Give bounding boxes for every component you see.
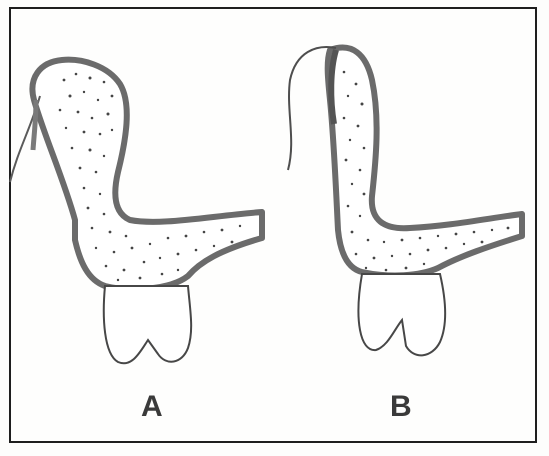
panel-a-diagram: [10, 60, 262, 364]
panel-a-gingiva-outline: [32, 60, 262, 289]
panel-b-tooth: [358, 274, 445, 355]
panel-a-label: A: [141, 392, 163, 422]
panel-b-gingiva-outline: [328, 48, 522, 276]
panel-b-diagram: [288, 47, 522, 355]
panel-b-label: B: [390, 392, 412, 422]
panel-a-tooth: [104, 286, 191, 363]
